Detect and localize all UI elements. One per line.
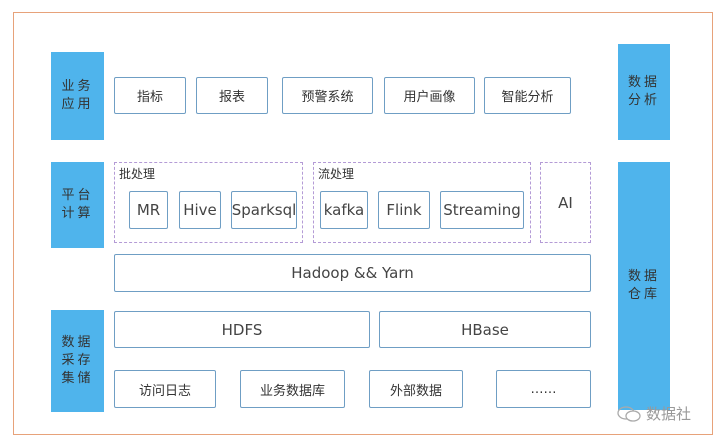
batch-group-label: 批处理 bbox=[119, 167, 156, 181]
layer-label-platform-compute: 平台 计算 bbox=[51, 162, 104, 248]
stream-group-label: 流处理 bbox=[318, 167, 355, 181]
batch-item: Sparksql bbox=[231, 191, 297, 229]
source-box: …… bbox=[496, 370, 591, 408]
watermark: 数据社 bbox=[616, 403, 691, 424]
hbase-box: HBase bbox=[379, 311, 591, 348]
diagram-frame bbox=[13, 12, 713, 435]
stream-item: kafka bbox=[320, 191, 368, 229]
layer-label-data-analysis: 数据 分析 bbox=[618, 44, 670, 140]
app-box: 用户画像 bbox=[384, 77, 475, 114]
batch-item: Hive bbox=[179, 191, 221, 229]
stream-group: 流处理 bbox=[313, 162, 531, 243]
batch-item: MR bbox=[129, 191, 168, 229]
batch-group: 批处理 bbox=[114, 162, 303, 243]
wechat-icon bbox=[617, 405, 641, 422]
stream-item: Streaming bbox=[440, 191, 524, 229]
hadoop-yarn-box: Hadoop && Yarn bbox=[114, 254, 591, 292]
app-box: 报表 bbox=[196, 77, 268, 114]
layer-label-data-warehouse: 数据 仓库 bbox=[618, 162, 670, 410]
source-box: 访问日志 bbox=[114, 370, 216, 408]
app-box: 智能分析 bbox=[484, 77, 571, 114]
hdfs-box: HDFS bbox=[114, 311, 370, 348]
source-box: 业务数据库 bbox=[240, 370, 345, 408]
layer-label-business-app: 业务 应用 bbox=[51, 52, 104, 140]
stream-item: Flink bbox=[378, 191, 430, 229]
layer-label-data-storage: 数据 采存 集储 bbox=[51, 310, 104, 412]
app-box: 预警系统 bbox=[282, 77, 373, 114]
app-box: 指标 bbox=[114, 77, 186, 114]
watermark-text: 数据社 bbox=[646, 405, 692, 423]
source-box: 外部数据 bbox=[369, 370, 463, 408]
ai-group: AI bbox=[540, 162, 591, 243]
